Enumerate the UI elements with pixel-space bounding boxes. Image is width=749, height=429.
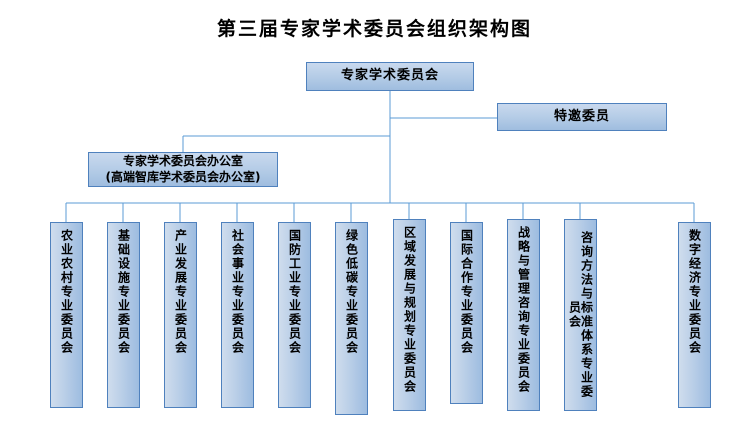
node-committee-3[interactable]: 产业发展专业委员会 <box>164 222 197 408</box>
node-committee-1-label: 农业农村专业委员会 <box>59 229 74 355</box>
node-committee-9[interactable]: 战略与管理咨询专业委员会 <box>507 219 540 411</box>
node-root-committee-label: 专家学术委员会 <box>340 68 439 84</box>
node-committee-6-label: 绿色低碳专业委员会 <box>344 229 359 355</box>
node-committee-9-label: 战略与管理咨询专业委员会 <box>516 226 531 394</box>
node-committee-3-label: 产业发展专业委员会 <box>173 229 188 355</box>
node-committee-office-line1: 专家学术委员会办公室 <box>122 153 243 168</box>
node-committee-10-label: 咨询方法与标准体系专业委员会 <box>567 231 594 399</box>
node-invited-members[interactable]: 特邀委员 <box>497 103 667 131</box>
node-committee-4-label: 社会事业专业委员会 <box>230 229 245 355</box>
node-committee-11-label: 数字经济专业委员会 <box>687 229 702 355</box>
node-committee-4[interactable]: 社会事业专业委员会 <box>221 222 254 408</box>
node-committee-8[interactable]: 国际合作专业委员会 <box>450 222 483 404</box>
node-invited-members-label: 特邀委员 <box>553 108 610 124</box>
node-committee-office[interactable]: 专家学术委员会办公室 (高端智库学术委员会办公室) <box>88 152 278 187</box>
node-committee-6[interactable]: 绿色低碳专业委员会 <box>335 222 368 415</box>
node-committee-5-label: 国防工业专业委员会 <box>287 229 302 355</box>
node-committee-5[interactable]: 国防工业专业委员会 <box>278 222 311 408</box>
node-committee-2-label: 基础设施专业委员会 <box>116 229 131 355</box>
node-committee-10[interactable]: 咨询方法与标准体系专业委员会 <box>564 219 597 411</box>
node-committee-1[interactable]: 农业农村专业委员会 <box>50 222 83 408</box>
node-committee-2[interactable]: 基础设施专业委员会 <box>107 222 140 408</box>
page-title: 第三届专家学术委员会组织架构图 <box>216 18 532 40</box>
node-committee-office-line2: (高端智库学术委员会办公室) <box>105 169 261 184</box>
node-root-committee[interactable]: 专家学术委员会 <box>306 62 474 91</box>
node-committee-11[interactable]: 数字经济专业委员会 <box>678 222 711 408</box>
node-committee-7[interactable]: 区域发展与规划专业委员会 <box>393 219 426 411</box>
node-committee-8-label: 国际合作专业委员会 <box>459 229 474 355</box>
node-committee-7-label: 区域发展与规划专业委员会 <box>402 226 417 394</box>
